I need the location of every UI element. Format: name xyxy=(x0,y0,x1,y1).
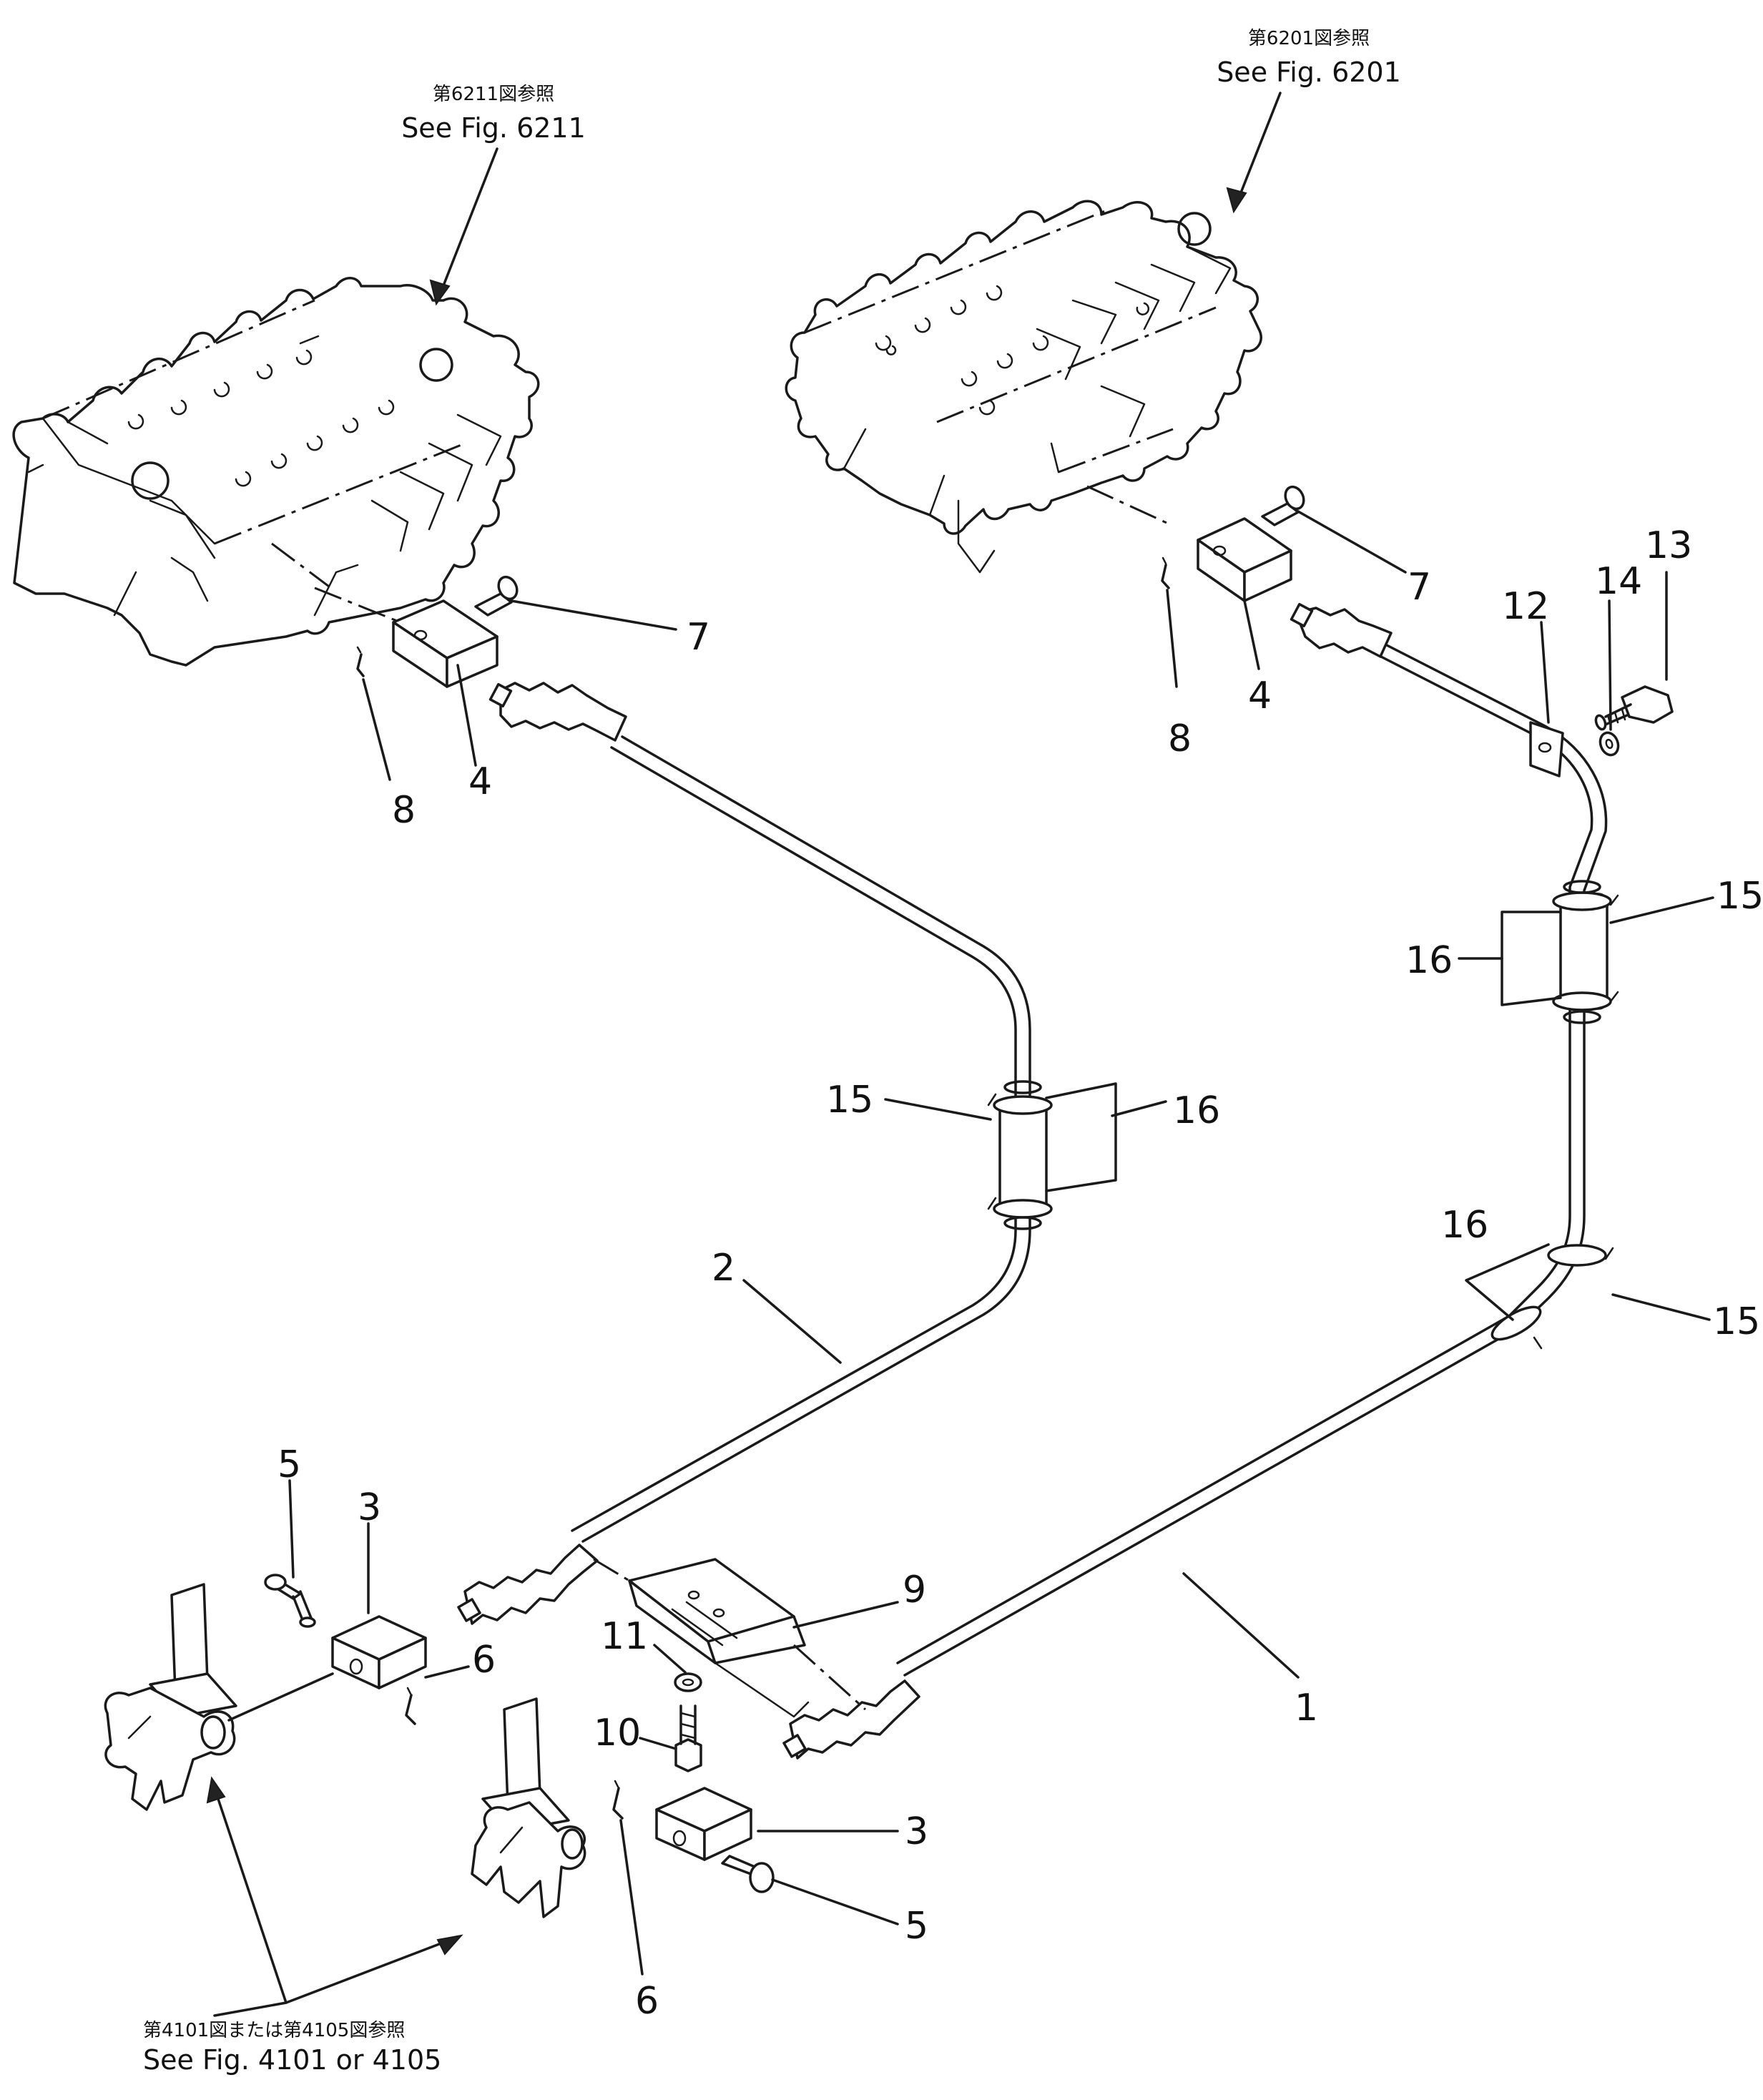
svg-text:See Fig. 4101 or 4105: See Fig. 4101 or 4105 xyxy=(143,2044,441,2076)
bolt-13 xyxy=(1594,685,1674,731)
callout-8-right: 8 xyxy=(1168,717,1192,760)
callout-6-left: 6 xyxy=(472,1639,496,1682)
callout-11: 11 xyxy=(601,1615,648,1658)
callout-15-lower-right: 15 xyxy=(1713,1300,1760,1343)
callout-9: 9 xyxy=(903,1569,926,1611)
svg-text:第6201図参照: 第6201図参照 xyxy=(1248,28,1370,49)
cotter-pin-6-right xyxy=(612,1780,624,1820)
callout-16-lower-right: 16 xyxy=(1441,1204,1488,1247)
callout-4-left: 4 xyxy=(468,760,492,803)
callout-14: 14 xyxy=(1595,560,1642,603)
cable-2 xyxy=(457,682,1117,1625)
callout-8-left: 8 xyxy=(392,789,416,832)
washer-14 xyxy=(1599,731,1620,757)
callout-13: 13 xyxy=(1645,524,1692,567)
right-control-valve xyxy=(785,200,1262,574)
leader-lines xyxy=(288,510,1714,1976)
svg-text:See Fig. 6211: See Fig. 6211 xyxy=(401,112,586,144)
callout-2: 2 xyxy=(712,1247,735,1290)
callout-6-right: 6 xyxy=(635,1980,659,2023)
cotter-pin-8-left xyxy=(356,646,365,677)
pin-5-left xyxy=(264,1574,316,1628)
joint-4-left xyxy=(392,599,499,688)
reference-label-levers: 第4101図または第4105図参照 See Fig. 4101 or 4105 xyxy=(143,1776,463,2076)
pin-7-left xyxy=(474,575,519,617)
callout-16-left: 16 xyxy=(1173,1089,1220,1132)
svg-text:第6211図参照: 第6211図参照 xyxy=(433,84,554,105)
lever-left xyxy=(104,1583,334,1811)
callout-12: 12 xyxy=(1502,585,1549,628)
cotter-pin-6-left xyxy=(405,1687,416,1725)
bolt-10 xyxy=(674,1704,702,1772)
callout-15-left: 15 xyxy=(826,1079,873,1122)
callout-7-left: 7 xyxy=(687,616,710,659)
callout-15-upper-right: 15 xyxy=(1717,875,1763,918)
callout-10: 10 xyxy=(594,1712,641,1755)
svg-text:See Fig. 6201: See Fig. 6201 xyxy=(1217,57,1401,88)
washer-11 xyxy=(674,1672,702,1692)
callout-3-right: 3 xyxy=(905,1810,928,1853)
joint-4-right xyxy=(1197,517,1292,602)
left-control-valve xyxy=(12,277,540,667)
callout-7-right: 7 xyxy=(1408,566,1431,609)
reference-label-left: 第6211図参照 See Fig. 6211 xyxy=(401,84,586,306)
pin-5-right xyxy=(721,1855,775,1893)
callout-3-left: 3 xyxy=(358,1486,381,1529)
callout-5-left: 5 xyxy=(278,1443,301,1486)
plate-9 xyxy=(593,1558,867,1718)
callout-16-upper-right: 16 xyxy=(1405,939,1453,982)
cotter-pin-8-right xyxy=(1161,556,1170,589)
pin-7-right xyxy=(1261,485,1305,526)
block-3-left xyxy=(331,1615,427,1689)
callout-5-right: 5 xyxy=(905,1905,928,1948)
svg-text:第4101図または第4105図参照: 第4101図または第4105図参照 xyxy=(143,2020,405,2041)
cable-1 xyxy=(782,602,1619,1760)
reference-label-right: 第6201図参照 See Fig. 6201 xyxy=(1217,28,1401,214)
callout-numbers: 7 4 8 7 4 8 12 14 13 15 16 15 16 16 15 2… xyxy=(278,524,1763,2023)
callout-1: 1 xyxy=(1295,1687,1318,1729)
lever-right xyxy=(471,1697,586,1918)
block-3-right xyxy=(655,1787,752,1861)
callout-4-right: 4 xyxy=(1248,674,1272,717)
